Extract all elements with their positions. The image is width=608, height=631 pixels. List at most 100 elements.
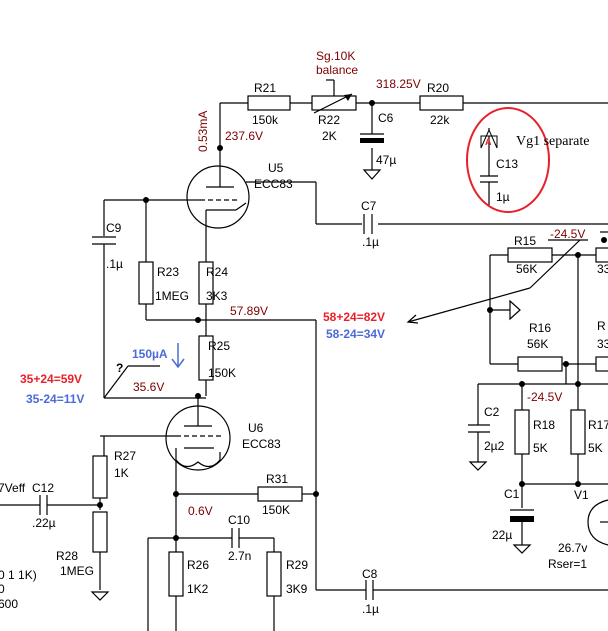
r16b-value: 33 (597, 337, 608, 351)
voltage-source-v1[interactable] (587, 499, 608, 546)
r26-ref: R26 (187, 558, 209, 572)
c1-value: 22µ (492, 528, 512, 542)
node-voltage-57: 57.89V (230, 304, 268, 318)
junction-dot (519, 481, 525, 487)
r22-note-2: balance (316, 63, 358, 77)
junction-dot (195, 317, 201, 323)
r21-ref: R21 (254, 81, 276, 95)
bias-voltage-top: -24.5V (550, 227, 585, 241)
resistor-r27[interactable] (92, 455, 108, 499)
left-blue-annotation: 35-24=11V (26, 392, 84, 406)
bias-arrow-symbol (509, 299, 521, 321)
r22-value: 2K (322, 129, 337, 143)
resistor-r16[interactable] (517, 356, 563, 372)
c6-value: 47µ (376, 153, 396, 167)
c13-note: Vg1 separate (516, 134, 589, 149)
junction-dot (369, 100, 375, 106)
capacitor-c7[interactable] (363, 214, 373, 234)
r24-value: 3K3 (206, 289, 228, 303)
c2-value: 2µ2 (484, 439, 505, 453)
capacitor-c1[interactable] (510, 509, 534, 522)
tube-u6[interactable] (104, 398, 231, 471)
offpage-text-1: 0 1 1K) (0, 568, 37, 582)
u6-ref: U6 (248, 421, 264, 435)
r18-ref: R18 (533, 418, 555, 432)
capacitor-c13[interactable]: A (480, 128, 498, 206)
resistor-r21[interactable] (247, 95, 291, 111)
ground-symbol (512, 544, 532, 554)
resistor-offpage-top[interactable] (595, 247, 608, 263)
c12-ref: C12 (32, 481, 54, 495)
c8-value: .1µ (362, 602, 379, 616)
r23-value: 1MEG (155, 289, 189, 303)
resistor-r18[interactable] (514, 409, 530, 455)
potentiometer-r22[interactable] (311, 79, 357, 114)
resistor-r17[interactable] (570, 409, 586, 455)
junction-dot (601, 237, 607, 243)
svg-text:A: A (485, 137, 492, 147)
u6-cathode-voltage: 0.6V (188, 504, 213, 518)
r31-value: 150K (262, 503, 290, 517)
c10-ref: C10 (228, 513, 250, 527)
junction-dot (575, 381, 581, 387)
r16-value: 56K (527, 337, 548, 351)
junction-dot (195, 393, 201, 399)
capacitor-c9[interactable] (92, 236, 116, 245)
question-mark: ? (116, 361, 123, 375)
r29-ref: R29 (286, 558, 308, 572)
r15-ref: R15 (514, 234, 536, 248)
c6-ref: C6 (378, 111, 394, 125)
resistor-r26[interactable] (168, 551, 184, 597)
r17-ref: R17 (588, 418, 608, 432)
supply-voltage: 318.25V (376, 77, 421, 91)
c8-ref: C8 (362, 567, 378, 581)
capacitor-c12[interactable] (39, 495, 48, 515)
c13-value: 1µ (496, 190, 510, 204)
r17-value: 5K (588, 441, 603, 455)
c12-value: .22µ (32, 516, 56, 530)
resistor-r28[interactable] (92, 511, 108, 553)
bias-voltage-mid: -24.5V (527, 390, 562, 404)
r15-value: 56K (516, 262, 537, 276)
r27-ref: R27 (114, 449, 136, 463)
junction-dot (313, 491, 319, 497)
r16b-ref: R (597, 319, 606, 333)
r22-ref: R22 (318, 113, 340, 127)
resistor-r29[interactable] (266, 551, 282, 597)
c10-value: 2.7n (228, 549, 251, 563)
r28-value: 1MEG (60, 564, 94, 578)
v1-value: 26.7v (558, 541, 587, 555)
resistor-offpage-mid[interactable] (595, 356, 608, 372)
tube-u5[interactable] (185, 148, 250, 229)
u5-current: 0.53mA (196, 111, 210, 152)
capacitor-c10[interactable] (231, 528, 240, 548)
r18-value: 5K (533, 441, 548, 455)
capacitor-c8[interactable] (365, 580, 374, 600)
u5-anode-voltage: 237.6V (225, 129, 263, 143)
resistor-r15[interactable] (507, 247, 553, 263)
resistor-r31[interactable] (257, 486, 303, 502)
u5-ref: U5 (268, 161, 284, 175)
ground-symbol (90, 591, 110, 601)
c1-ref: C1 (504, 487, 520, 501)
right-blue-annotation: 58-24=34V (326, 327, 385, 341)
offpage-text-3: 600 (0, 597, 18, 611)
current-annotation: 150µA (132, 347, 168, 361)
junction-dot (575, 481, 581, 487)
v1-note: Rser=1 (548, 557, 587, 571)
c7-value: .1µ (362, 235, 379, 249)
capacitor-c2[interactable] (468, 424, 490, 433)
r23-ref: R23 (157, 265, 179, 279)
resistor-r20[interactable] (419, 95, 464, 111)
left-red-annotation: 35+24=59V (20, 372, 82, 386)
resistor-r23[interactable] (138, 261, 154, 305)
r26-value: 1K2 (187, 582, 209, 596)
input-veff: 7Veff (0, 481, 26, 495)
r20-ref: R20 (427, 81, 449, 95)
r22-note-1: Sg.10K (316, 49, 355, 63)
r27-value: 1K (114, 466, 129, 480)
u6-value: ECC83 (242, 437, 281, 451)
capacitor-c6[interactable] (360, 120, 384, 180)
